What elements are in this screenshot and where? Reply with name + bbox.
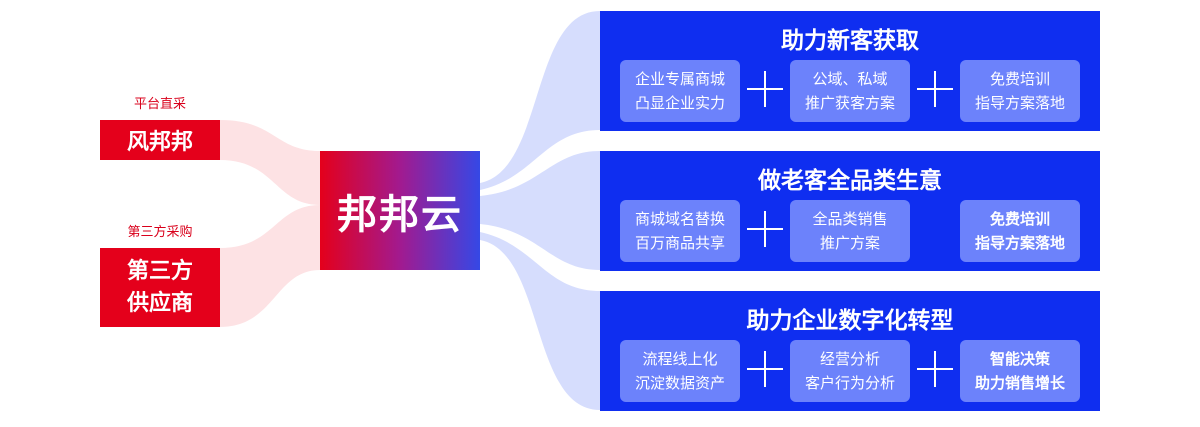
card-line: 流程线上化 <box>642 350 718 368</box>
source-caption-platform: 平台直采 <box>133 97 186 112</box>
card-line: 经营分析 <box>819 350 880 368</box>
plus-icon <box>915 69 955 109</box>
card-line: 商城域名替换 <box>634 210 725 228</box>
flow-ribbon-source-2 <box>220 205 320 327</box>
card-line: 凸显企业实力 <box>634 94 725 112</box>
feature-card: 经营分析 客户行为分析 <box>790 340 910 402</box>
hub-box: 邦邦云 <box>320 151 480 270</box>
feature-card: 流程线上化 沉淀数据资产 <box>620 340 740 402</box>
card-line: 全品类销售 <box>812 210 888 228</box>
source-box-fengbangbang: 风邦邦 <box>100 120 220 160</box>
source-caption-third-party: 第三方采购 <box>127 225 193 240</box>
card-line: 免费培训 <box>989 210 1050 228</box>
plus-icon <box>745 209 785 249</box>
plus-icon <box>745 69 785 109</box>
feature-card: 免费培训 指导方案落地 <box>960 200 1080 262</box>
feature-card: 商城域名替换 百万商品共享 <box>620 200 740 262</box>
panel-existing-customer: 做老客全品类生意 商城域名替换 百万商品共享 全品类销售 推广方案 免费培训 指… <box>600 151 1100 271</box>
source-box-line: 风邦邦 <box>126 130 193 155</box>
flow-ribbon-panel-2 <box>480 151 600 270</box>
flow-ribbon-panel-3 <box>480 232 600 410</box>
flow-ribbon-source-1 <box>220 120 320 205</box>
source-box-supplier: 第三方 供应商 <box>100 248 220 327</box>
card-line: 指导方案落地 <box>974 234 1065 252</box>
plus-icon <box>745 349 785 389</box>
card-line: 免费培训 <box>989 70 1050 88</box>
card-line: 公域、私域 <box>812 70 888 88</box>
feature-card: 智能决策 助力销售增长 <box>960 340 1080 402</box>
panel-title: 做老客全品类生意 <box>758 168 942 194</box>
feature-card: 公域、私域 推广获客方案 <box>790 60 910 122</box>
card-line: 百万商品共享 <box>634 234 725 252</box>
card-line: 推广方案 <box>819 234 880 252</box>
card-line: 沉淀数据资产 <box>634 374 725 392</box>
hub-label: 邦邦云 <box>337 191 463 238</box>
source-box-line: 第三方 <box>126 258 193 284</box>
card-line: 助力销售增长 <box>974 374 1065 392</box>
feature-card: 企业专属商城 凸显企业实力 <box>620 60 740 122</box>
plus-icon <box>915 349 955 389</box>
panel-digital-transformation: 助力企业数字化转型 流程线上化 沉淀数据资产 经营分析 客户行为分析 智能决策 … <box>600 291 1100 411</box>
panel-title: 助力新客获取 <box>781 28 919 54</box>
card-line: 指导方案落地 <box>974 94 1065 112</box>
feature-card: 全品类销售 推广方案 <box>790 200 910 262</box>
card-line: 客户行为分析 <box>804 374 895 392</box>
card-line: 智能决策 <box>989 350 1050 368</box>
panel-new-customer: 助力新客获取 企业专属商城 凸显企业实力 公域、私域 推广获客方案 免费培训 指… <box>600 11 1100 131</box>
card-line: 推广获客方案 <box>804 94 895 112</box>
flow-ribbon-panel-1 <box>480 11 600 190</box>
feature-card: 免费培训 指导方案落地 <box>960 60 1080 122</box>
card-line: 企业专属商城 <box>634 70 725 88</box>
source-box-line: 供应商 <box>126 290 193 316</box>
panel-title: 助力企业数字化转型 <box>746 308 954 334</box>
